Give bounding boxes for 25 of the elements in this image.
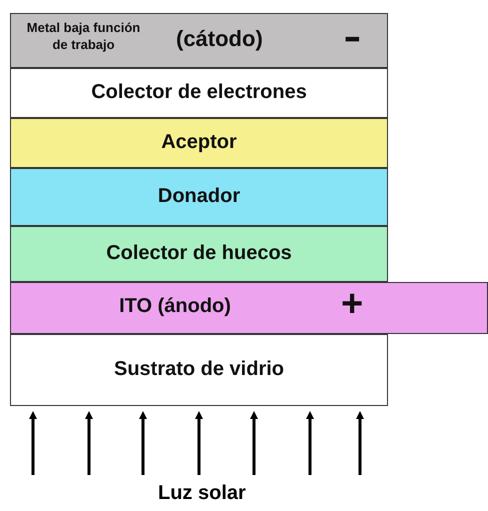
layer-label: Colector de electrones <box>90 80 308 104</box>
anode-layer <box>10 282 488 334</box>
layer-band <box>10 118 388 168</box>
arrow <box>356 411 364 475</box>
layer-label: Colector de huecos <box>105 242 293 264</box>
layer-band <box>10 334 388 406</box>
plus-sign: + <box>341 283 364 326</box>
arrow <box>85 411 93 475</box>
arrow <box>195 411 203 475</box>
caption-text: Luz solar <box>158 482 246 505</box>
layer-label: Donador <box>156 184 242 208</box>
layer-label: ITO (ánodo) <box>118 295 232 318</box>
layer-label: Metal baja función de trabajo <box>26 19 142 53</box>
cathode-layer <box>10 13 388 68</box>
arrow <box>29 411 37 475</box>
arrow <box>139 411 147 475</box>
arrow <box>250 411 258 475</box>
layer-label: Sustrato de vidrio <box>112 358 286 380</box>
layer-band <box>10 226 388 282</box>
layer-label: Aceptor <box>160 130 238 154</box>
arrow <box>306 411 314 475</box>
layer-band <box>10 68 388 118</box>
layer-label: (cátodo) <box>176 26 263 52</box>
layer-band <box>10 168 388 226</box>
minus-sign: - <box>343 16 362 59</box>
